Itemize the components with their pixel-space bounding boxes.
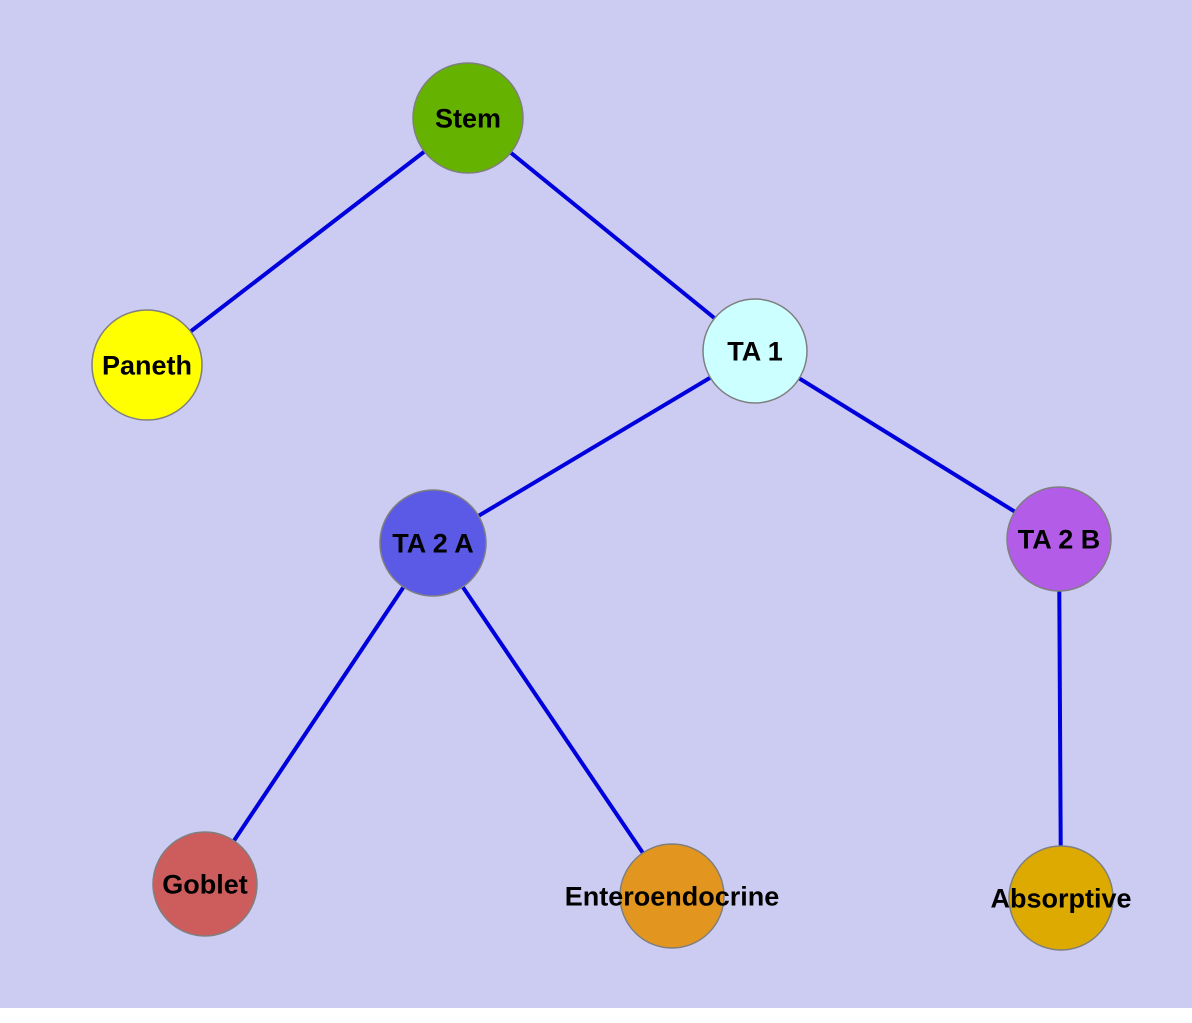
node-circle-ta-2-b [1006, 486, 1112, 592]
node-enteroendocrine: Enteroendocrine [565, 843, 780, 949]
edge-ta-2-a-to-goblet [203, 541, 435, 886]
node-ta-2-a: TA 2 A [379, 489, 487, 597]
edge-ta-1-to-ta-2-a [431, 349, 757, 545]
edge-ta-2-b-to-absorptive [1057, 538, 1063, 899]
node-label-goblet: Goblet [162, 869, 248, 899]
edge-ta-2-a-to-enteroendocrine [431, 541, 674, 898]
edges-layer [145, 116, 1063, 899]
node-absorptive: Absorptive [990, 845, 1132, 951]
node-circle-paneth [91, 309, 203, 421]
node-ta-1: TA 1 [702, 298, 808, 404]
node-label-ta-1: TA 1 [727, 336, 783, 366]
node-circle-enteroendocrine [619, 843, 725, 949]
node-paneth: Paneth [91, 309, 203, 421]
node-label-enteroendocrine: Enteroendocrine [565, 881, 780, 911]
node-label-absorptive: Absorptive [990, 883, 1131, 913]
node-circle-ta-1 [702, 298, 808, 404]
edge-stem-to-ta-1 [466, 116, 757, 353]
edge-stem-to-paneth [145, 116, 470, 367]
node-circle-absorptive [1008, 845, 1114, 951]
node-label-stem: Stem [435, 103, 501, 133]
node-label-paneth: Paneth [102, 350, 192, 380]
edge-ta-1-to-ta-2-b [753, 349, 1061, 541]
node-stem: Stem [412, 62, 524, 174]
node-goblet: Goblet [152, 831, 258, 937]
node-ta-2-b: TA 2 B [1006, 486, 1112, 592]
node-circle-goblet [152, 831, 258, 937]
node-label-ta-2-a: TA 2 A [392, 528, 474, 558]
node-circle-ta-2-a [379, 489, 487, 597]
node-circle-stem [412, 62, 524, 174]
node-label-ta-2-b: TA 2 B [1018, 524, 1101, 554]
